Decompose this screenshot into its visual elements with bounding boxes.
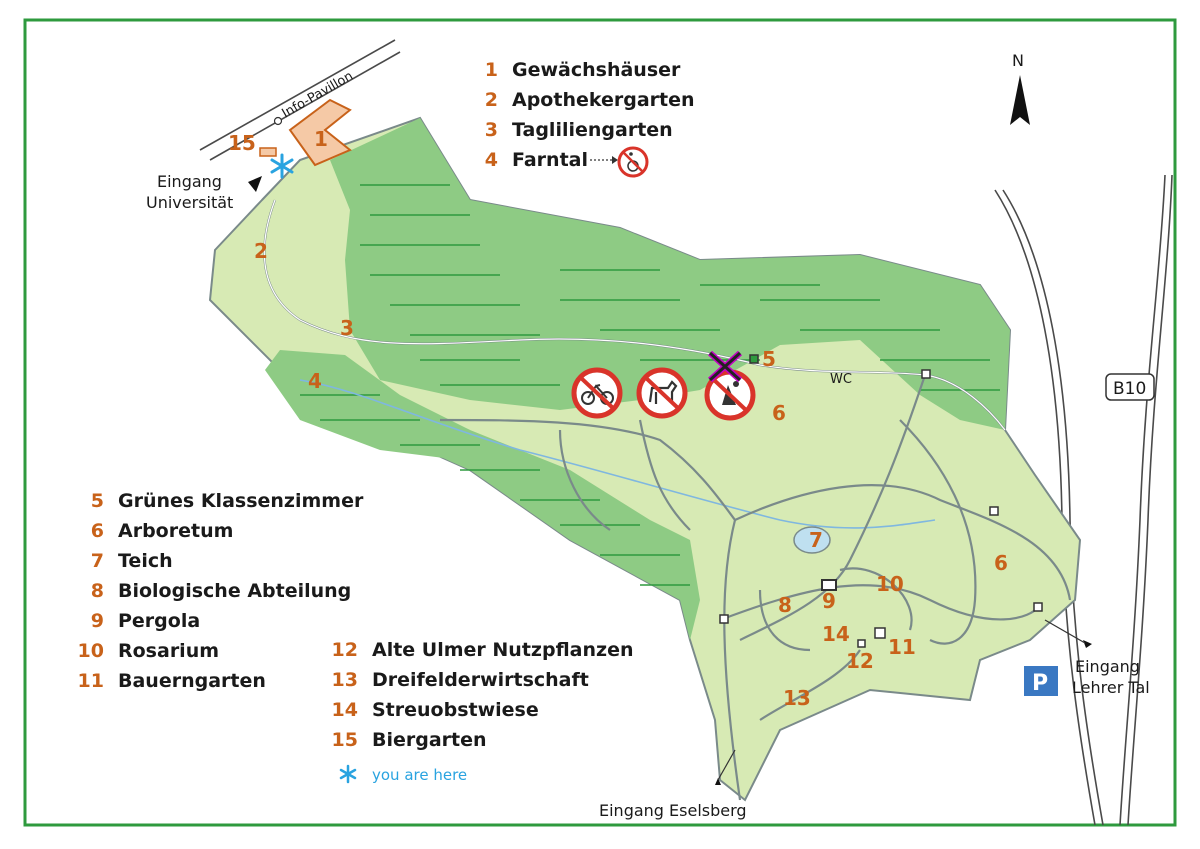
no-dogs-icon <box>636 367 688 419</box>
map-number-5: 5 <box>762 347 776 371</box>
legend-mid: 12 Alte Ulmer Nutzpflanzen 13 Dreifelderwir… <box>332 639 634 751</box>
legend-text: Tagliliengarten <box>512 119 673 141</box>
legend-number: 7 <box>91 550 104 572</box>
farntal-arrow-icon <box>590 156 618 164</box>
map-numbers: 1 15 2 3 4 5 6 6 7 8 9 10 11 12 13 14 <box>228 127 1008 710</box>
map-number-8: 8 <box>778 593 792 617</box>
forest-west <box>265 350 470 460</box>
map-number-4: 4 <box>308 369 322 393</box>
legend-text: Bauerngarten <box>118 670 266 692</box>
parking-icon <box>1024 666 1058 696</box>
north-arrow-icon: N <box>1010 51 1030 125</box>
legend-number: 13 <box>332 669 358 691</box>
forest-south <box>290 380 700 640</box>
map-number-10: 10 <box>876 572 904 596</box>
biergarten-building <box>259 147 277 157</box>
legend-text: Pergola <box>118 610 200 632</box>
entrance-university-label-1: Eingang <box>157 172 222 191</box>
legend-number: 2 <box>485 89 498 111</box>
map-number-6a: 6 <box>772 401 786 425</box>
closed-cross-icon <box>707 350 743 383</box>
map-number-6b: 6 <box>994 551 1008 575</box>
legend-number: 10 <box>78 640 104 662</box>
no-wheelchair-icon <box>617 146 649 178</box>
greenhouse-building <box>288 98 352 167</box>
forest-texture <box>300 184 1000 586</box>
forest-area <box>330 118 1010 430</box>
legend-you-are-here-icon <box>339 764 357 784</box>
parking-label: P <box>1032 671 1048 696</box>
legend-number: 4 <box>485 149 498 171</box>
legend-number: 14 <box>332 699 358 721</box>
legend-left: 5 Grünes Klassenzimmer 6 Arboretum 7 Teich 8 Bi… <box>78 490 364 692</box>
you-are-here-icon <box>270 153 294 179</box>
entrance-lehrer-marker <box>1083 640 1092 648</box>
map-number-15: 15 <box>228 131 256 155</box>
entrance-university-label-2: Universität <box>146 193 233 212</box>
legend-number: 11 <box>78 670 104 692</box>
legend-number: 3 <box>485 119 498 141</box>
legend-text: Farntal <box>512 149 588 171</box>
legend-text: Rosarium <box>118 640 219 662</box>
legend-number: 1 <box>485 59 498 81</box>
map-number-12: 12 <box>846 649 874 673</box>
legend-number: 9 <box>91 610 104 632</box>
legend-number: 15 <box>332 729 358 751</box>
entrance-eselsberg-marker <box>715 778 721 785</box>
map-number-7: 7 <box>809 528 823 552</box>
entrance-lehrer-label-1: Eingang <box>1075 657 1140 676</box>
map-number-2: 2 <box>254 239 268 263</box>
map-number-11: 11 <box>888 635 916 659</box>
road-b10-badge <box>1105 373 1155 401</box>
legend-text: Dreifelderwirtschaft <box>372 669 589 691</box>
you-are-here-label: you are here <box>372 766 467 784</box>
legend-number: 6 <box>91 520 104 542</box>
info-pavilion-marker <box>273 116 283 126</box>
legend-number: 5 <box>91 490 104 512</box>
map-number-13: 13 <box>783 686 811 710</box>
pond <box>793 526 831 554</box>
road-b10-label: B10 <box>1113 379 1146 399</box>
legend-text: Grünes Klassenzimmer <box>118 490 364 512</box>
legend-text: Teich <box>118 550 173 572</box>
entrance-eselsberg-label: Eingang Eselsberg <box>599 801 747 820</box>
street-university <box>199 39 401 161</box>
entrance-lehrer-label-2: Lehrer Tal <box>1072 678 1150 697</box>
map-number-14: 14 <box>822 622 850 646</box>
stream <box>299 379 936 529</box>
pergola-icon <box>821 579 837 591</box>
info-markers <box>719 354 1043 648</box>
entrance-university-marker <box>248 176 262 192</box>
legend-text: Arboretum <box>118 520 233 542</box>
legend-number: 12 <box>332 639 358 661</box>
wc-label: WC <box>830 372 852 387</box>
legend-text: Gewächshäuser <box>512 59 681 81</box>
legend-text: Biologische Abteilung <box>118 580 351 602</box>
legend-text: Streuobstwiese <box>372 699 539 721</box>
map-number-1: 1 <box>314 127 328 151</box>
north-label: N <box>1012 51 1024 70</box>
legend-text: Biergarten <box>372 729 487 751</box>
legend-top: 1 Gewächshäuser 2 Apothekergarten 3 Taglilien… <box>485 59 695 171</box>
legend-text: Alte Ulmer Nutzpflanzen <box>372 639 633 661</box>
map-number-3: 3 <box>340 316 354 340</box>
legend-text: Apothekergarten <box>512 89 695 111</box>
legend-number: 8 <box>91 580 104 602</box>
map-number-9: 9 <box>822 589 836 613</box>
no-bicycles-icon <box>571 367 623 419</box>
